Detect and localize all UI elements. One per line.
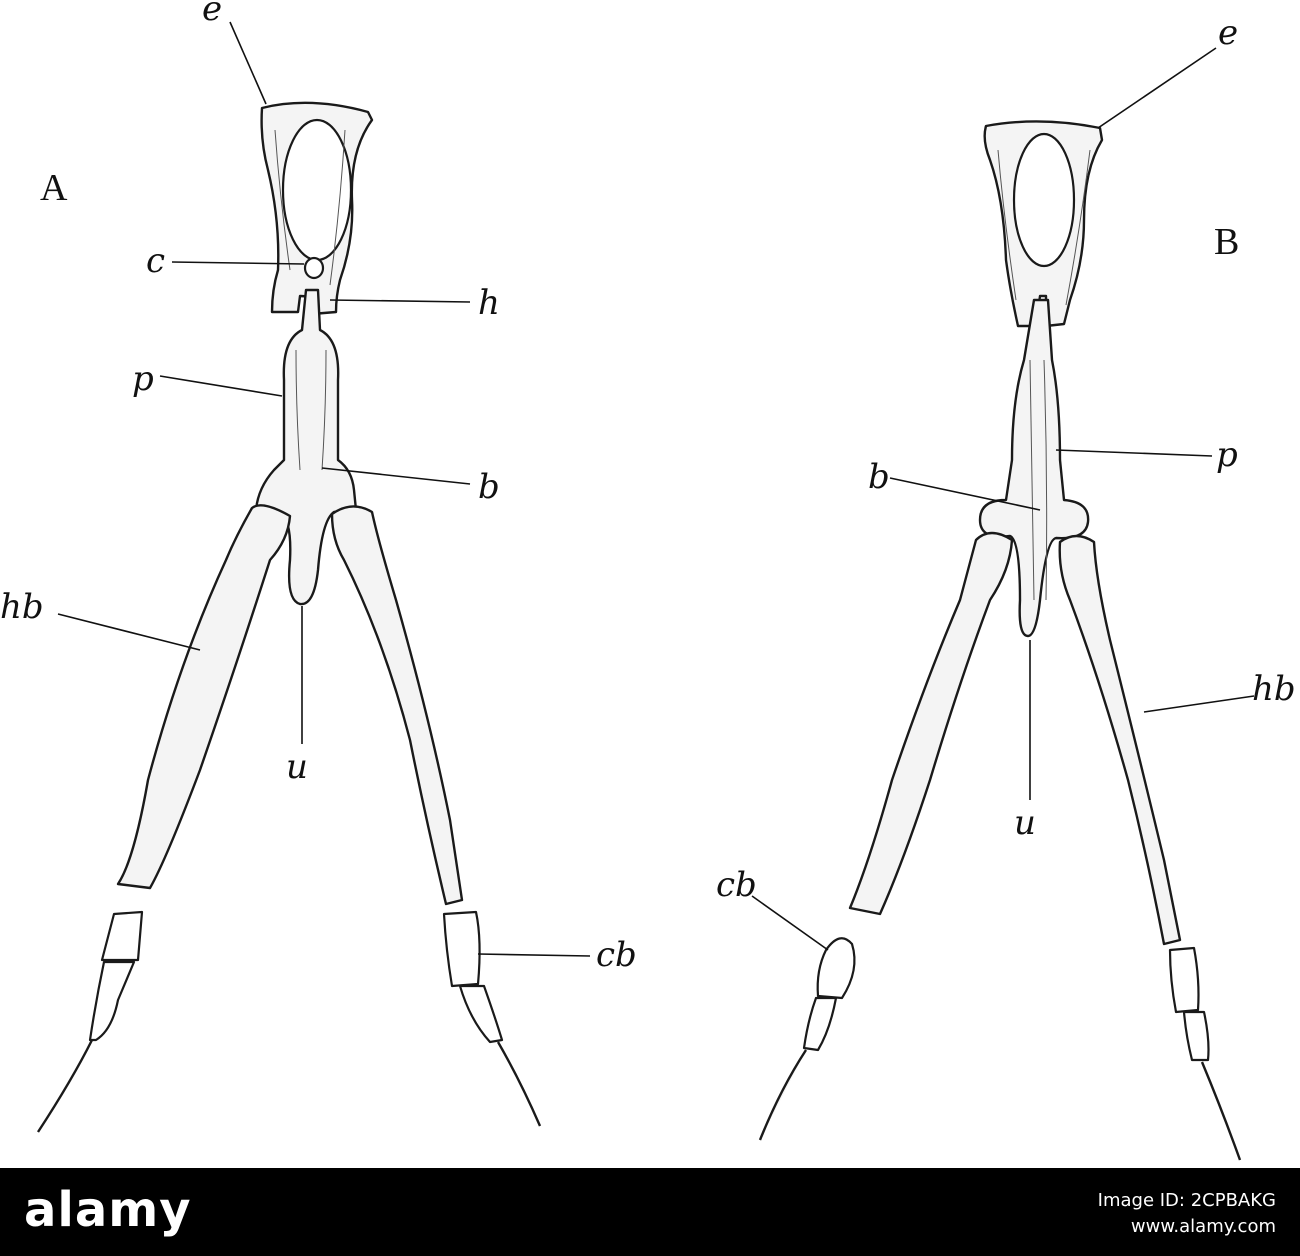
a-label-e: e xyxy=(202,0,222,29)
b-label-cb: cb xyxy=(716,865,757,905)
a-label-p: p xyxy=(132,359,154,399)
b-hb-right xyxy=(1058,534,1182,946)
a-body-p xyxy=(254,288,358,606)
a-label-hb: hb xyxy=(0,587,44,627)
panel-b-labels: B e b p hb u cb xyxy=(716,13,1296,951)
a-label-h: h xyxy=(478,283,500,323)
a-hb-left xyxy=(116,504,292,890)
panel-label-a: A xyxy=(40,167,68,209)
watermark-url: www.alamy.com xyxy=(1130,1216,1276,1237)
panel-a-labels: A e c h p b hb u cb xyxy=(0,0,637,975)
b-label-u: u xyxy=(1014,803,1036,843)
b-hb-left xyxy=(848,531,1014,916)
b-cb-left xyxy=(816,937,856,1000)
panel-label-b: B xyxy=(1214,221,1239,263)
b-label-e: e xyxy=(1218,13,1238,53)
a-cb-left xyxy=(100,910,144,962)
alamy-logo: alamy xyxy=(24,1182,192,1238)
watermark-banner: alamy Image ID: 2CPBAKG www.alamy.com xyxy=(0,1168,1300,1256)
image-id-text: Image ID: 2CPBAKG xyxy=(1097,1190,1276,1211)
panel-b-skeleton xyxy=(758,120,1242,1161)
a-c-ring xyxy=(303,256,325,280)
a-label-cb: cb xyxy=(596,935,637,975)
a-cb-right xyxy=(442,910,481,988)
a-label-b: b xyxy=(478,467,500,507)
figure-area: A e c h p b hb u cb xyxy=(0,0,1296,1161)
a-hb-right xyxy=(330,505,464,906)
b-label-hb: hb xyxy=(1252,669,1296,709)
hyoid-diagram: A e c h p b hb u cb xyxy=(0,0,1296,1161)
a-label-c: c xyxy=(146,241,165,281)
panel-a-skeleton xyxy=(36,101,542,1133)
b-label-b: b xyxy=(868,457,890,497)
b-cb-right xyxy=(1168,946,1200,1014)
b-epihyal-window xyxy=(1012,132,1076,268)
a-label-u: u xyxy=(286,747,308,787)
b-label-p: p xyxy=(1216,435,1238,475)
b-body-p xyxy=(978,298,1090,638)
